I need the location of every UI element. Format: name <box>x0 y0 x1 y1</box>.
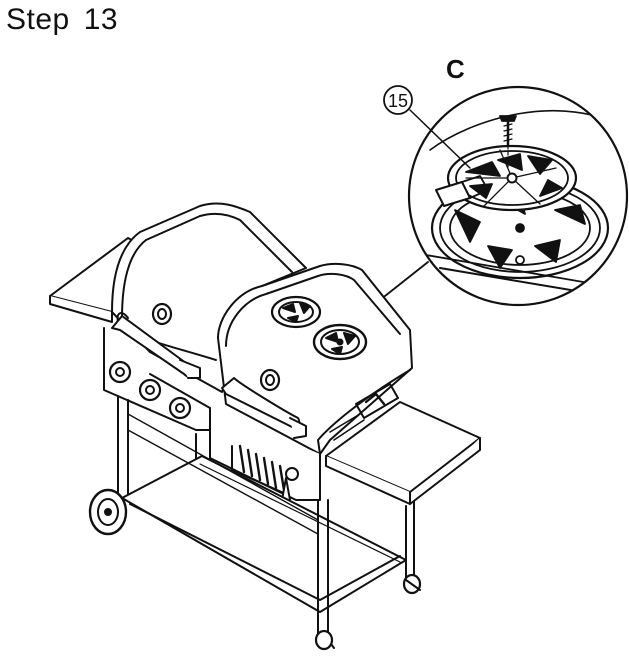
cart-frame <box>117 395 415 641</box>
grill-body <box>49 202 481 651</box>
part-number-callout: 15 <box>383 85 413 115</box>
step-heading: Step 13 <box>6 2 118 38</box>
detail-magnifier <box>379 85 629 307</box>
left-gas-lid <box>111 202 307 393</box>
right-side-shelf <box>325 401 481 505</box>
part-letter-label: C <box>446 54 465 84</box>
part-number-label: 15 <box>388 91 408 111</box>
wheel-left <box>88 488 128 536</box>
control-panel <box>103 327 211 431</box>
step-number: 13 <box>83 3 119 36</box>
caster-rear <box>402 573 422 595</box>
step-label: Step <box>6 3 70 36</box>
caster-front <box>314 629 335 651</box>
right-charcoal-lid <box>217 262 413 455</box>
